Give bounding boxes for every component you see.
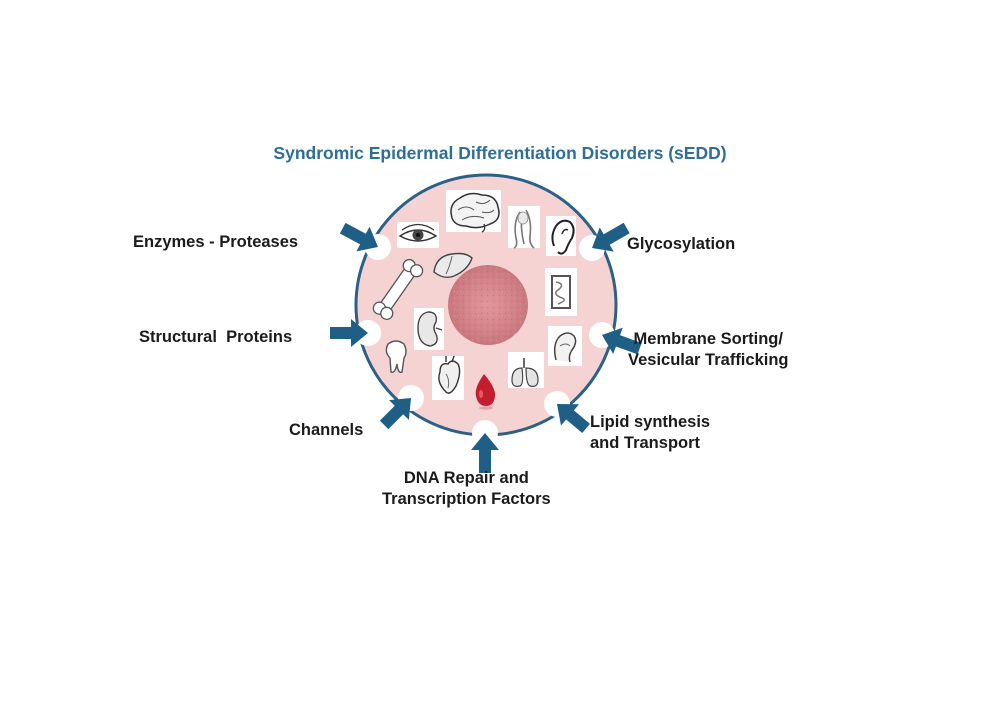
label-lipid-line-1: Lipid synthesis xyxy=(590,413,711,431)
label-glycosylation: Glycosylation xyxy=(627,235,736,253)
pathway-arrows xyxy=(330,222,642,473)
arrow-channels xyxy=(379,398,411,430)
hair-icon xyxy=(508,206,540,249)
heart-icon xyxy=(432,355,464,400)
arrow-enzymes xyxy=(339,222,378,252)
label-enzymes-proteases: Enzymes - Proteases xyxy=(133,233,299,251)
intestine-icon xyxy=(545,268,577,316)
ear-icon xyxy=(546,216,576,256)
arrow-membrane xyxy=(602,327,642,355)
bone-icon xyxy=(372,258,424,320)
label-membrane-line-1: Membrane Sorting/ xyxy=(633,330,783,348)
label-dna-line-1: DNA Repair and xyxy=(403,469,529,487)
label-membrane-sorting: Membrane Sorting/ Vesicular Trafficking xyxy=(628,329,789,371)
label-structural-proteins: Structural Proteins xyxy=(139,328,293,346)
arrow-structural xyxy=(330,319,368,347)
muscle-icon xyxy=(548,326,582,366)
arrow-lipid xyxy=(557,404,590,434)
skin-tissue-icon xyxy=(448,265,528,345)
kidney-icon xyxy=(414,308,444,350)
lungs-icon xyxy=(508,352,544,388)
label-dna-line-2: Transcription Factors xyxy=(382,490,551,508)
label-channels: Channels xyxy=(289,421,364,439)
brain-icon xyxy=(446,190,501,233)
arrow-glycosylation xyxy=(592,222,630,252)
eye-icon xyxy=(397,222,439,248)
label-lipid-synthesis: Lipid synthesis and Transport xyxy=(590,412,710,454)
label-dna-repair: DNA Repair and Transcription Factors xyxy=(382,468,551,510)
diagram-title: Syndromic Epidermal Differentiation Diso… xyxy=(273,143,727,163)
tooth-icon xyxy=(385,340,407,374)
label-lipid-line-2: and Transport xyxy=(590,434,701,452)
blood-drop-icon xyxy=(475,374,496,410)
arrow-dna xyxy=(471,433,499,473)
label-membrane-line-2: Vesicular Trafficking xyxy=(628,351,789,369)
liver-icon xyxy=(433,252,473,279)
